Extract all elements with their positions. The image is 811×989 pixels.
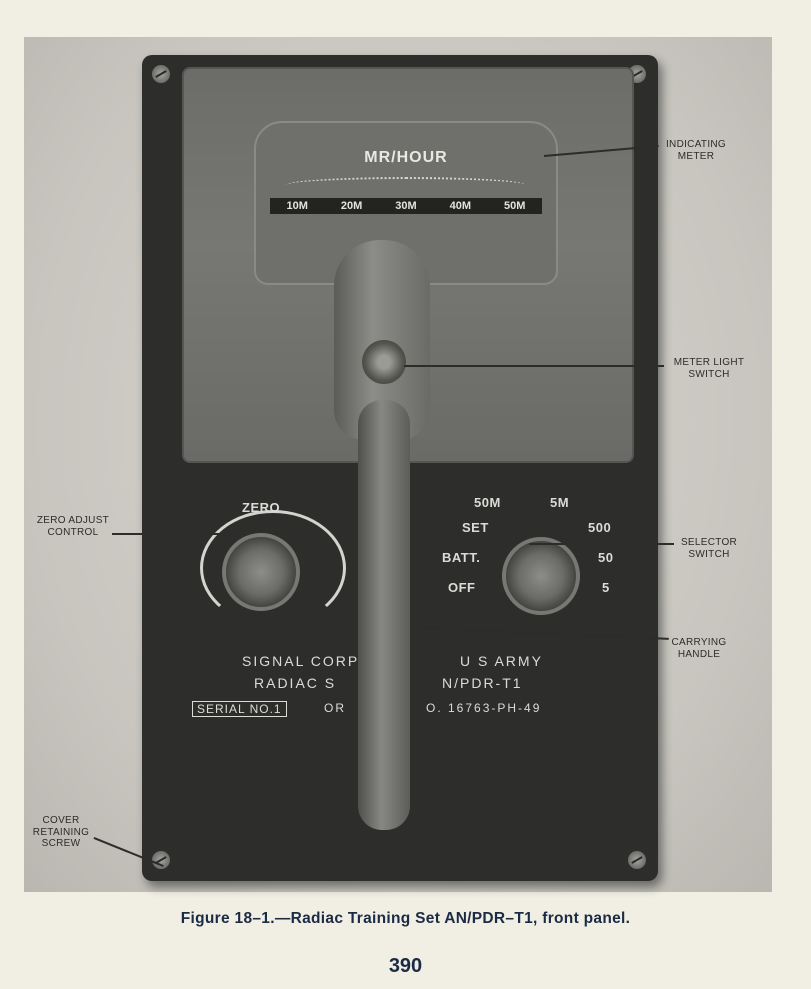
screw-icon [628, 851, 646, 869]
nameplate-text: N/PDR-T1 [442, 675, 523, 691]
meter-scale-label: 20M [340, 200, 363, 212]
selector-switch-knob[interactable] [502, 537, 580, 615]
meter-scale-label: 40M [449, 200, 472, 212]
zero-adjust-knob[interactable] [222, 533, 300, 611]
meter-scale-label: 30M [395, 200, 417, 212]
screw-icon [152, 851, 170, 869]
order-number: O. 16763-PH-49 [426, 701, 542, 715]
nameplate-text: RADIAC S [254, 675, 337, 691]
callout-selector-switch: SELECTOR SWITCH [680, 537, 738, 560]
meter-light-switch[interactable] [362, 340, 406, 384]
meter-scale-label: 10M [286, 200, 308, 212]
serial-number: SERIAL NO.1 [192, 701, 287, 717]
callout-cover-retaining-screw: COVER RETAINING SCREW [32, 815, 90, 849]
selector-range-label: 5M [550, 495, 570, 510]
zero-scale-arc [200, 510, 346, 626]
selector-position-label: 5 [602, 580, 610, 595]
figure-photo: MR/HOUR 10M 20M 30M 40M 50M ZERO 50M 5M … [24, 37, 772, 892]
zero-label: ZERO [242, 500, 281, 515]
nameplate-text: U S ARMY [460, 653, 543, 669]
callout-indicating-meter: INDICATING METER [665, 139, 727, 162]
meter-scale-label: 50M [504, 200, 526, 212]
callout-carrying-handle: CARRYING HANDLE [671, 637, 727, 660]
selector-position-label: 500 [588, 520, 612, 535]
meter-scale-ticks [286, 177, 526, 193]
order-number: OR [324, 701, 346, 715]
meter-scale: 10M 20M 30M 40M 50M [270, 198, 542, 214]
leader-line [112, 533, 227, 535]
page-number: 390 [388, 955, 423, 977]
callout-meter-light-switch: METER LIGHT SWITCH [673, 357, 745, 380]
nameplate-text: SIGNAL CORP [242, 653, 360, 669]
leader-line [404, 365, 664, 367]
selector-position-label: 50 [598, 550, 614, 565]
screw-icon [152, 65, 170, 83]
callout-zero-adjust-control: ZERO ADJUST CONTROL [36, 515, 110, 538]
carrying-handle[interactable] [334, 240, 434, 840]
selector-position-label: SET [462, 520, 489, 535]
selector-position-label: OFF [448, 580, 476, 595]
handle-bar [358, 400, 410, 830]
selector-position-label: BATT. [442, 550, 481, 565]
indicating-meter: MR/HOUR 10M 20M 30M 40M 50M [254, 121, 558, 285]
front-panel: MR/HOUR 10M 20M 30M 40M 50M ZERO 50M 5M … [142, 55, 658, 881]
figure-caption: Figure 18–1.—Radiac Training Set AN/PDR–… [180, 910, 631, 927]
meter-title: MR/HOUR [364, 149, 448, 166]
selector-range-label: 50M [474, 495, 501, 510]
leader-line [529, 543, 674, 545]
